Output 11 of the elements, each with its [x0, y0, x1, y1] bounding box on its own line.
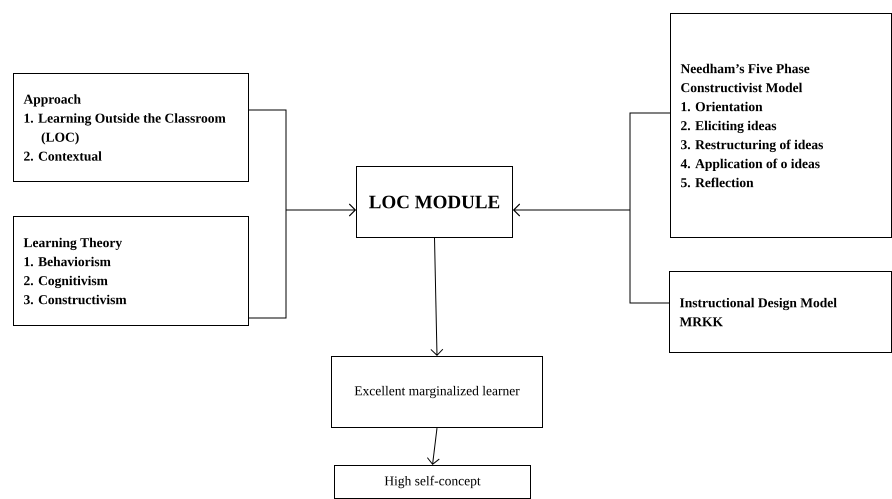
arrow [426, 428, 440, 465]
approach-box: Approach 1. Learning Outside the Classroom (LOC) 2. Contextual [13, 73, 249, 182]
arrow [513, 204, 670, 304]
arrow [248, 204, 356, 318]
module-box: LOC MODULE [356, 166, 513, 238]
theory-box: Learning Theory 1. Behaviorism 2. Cognitivism 3. Constructivism [13, 216, 249, 326]
outcome-box: Excellent marginalized learner [331, 356, 543, 428]
design-model-box: Instructional Design Model MRKK [669, 271, 892, 353]
outcome-box: High self-concept [334, 465, 531, 499]
model-box: Needham’s Five Phase Constructivist Model 1. Orientation 2. Eliciting ideas 3. Restructuring of ideas 4. Application of o ideas 5. Reflection [670, 13, 892, 238]
arrow [430, 238, 444, 356]
